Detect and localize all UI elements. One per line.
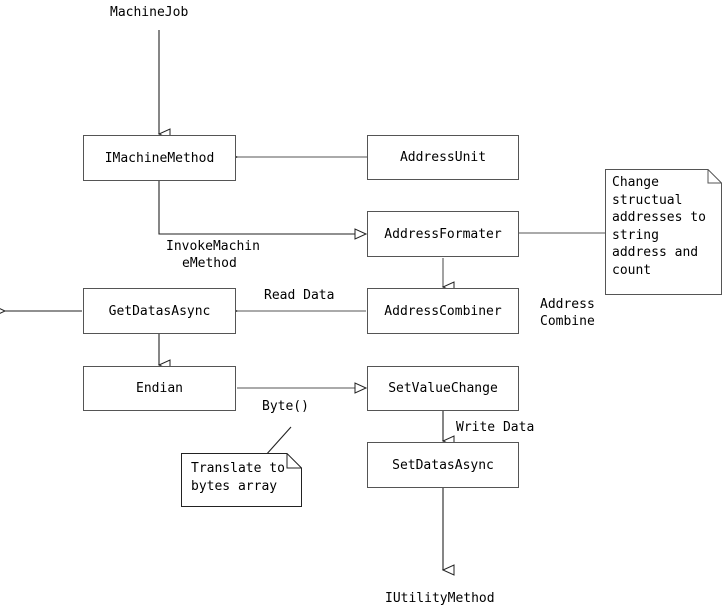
label-write-data: Write Data	[456, 420, 535, 435]
label-invokemachinemethod-line1: InvokeMachin	[166, 239, 260, 254]
node-setdatasasync[interactable]: SetDatasAsync	[367, 442, 519, 488]
edge-imachinemethod-to-addressformater	[158, 181, 368, 240]
node-endian[interactable]: Endian	[83, 366, 236, 411]
node-addressformater[interactable]: AddressFormater	[367, 211, 519, 257]
node-getdatasasync[interactable]: GetDatasAsync	[83, 288, 236, 334]
label-address-combine-line2: Combine	[540, 314, 595, 329]
label-read-data: Read Data	[264, 288, 335, 303]
label-machinejob: MachineJob	[110, 5, 189, 20]
label-iutilitymethod: IUtilityMethod	[385, 591, 495, 606]
edge-bytes-note-connector	[264, 426, 292, 457]
node-addressunit[interactable]: AddressUnit	[367, 135, 519, 180]
note-shape-address	[605, 169, 722, 295]
label-invokemachinemethod-line2: eMethod	[182, 256, 237, 271]
note-address-text: Change structual addresses to string add…	[612, 175, 706, 278]
note-shape-bytes	[181, 453, 302, 507]
note-bytes-text: Translate to bytes array	[191, 461, 285, 494]
label-address-combine-line1: Address	[540, 297, 595, 312]
label-byte-call: Byte()	[262, 399, 309, 414]
note-translate-bytes[interactable]: Translate to bytes array	[181, 453, 302, 507]
note-address-change[interactable]: Change structual addresses to string add…	[605, 169, 722, 295]
node-addresscombiner[interactable]: AddressCombiner	[367, 288, 519, 334]
node-setvaluechange[interactable]: SetValueChange	[367, 366, 519, 411]
node-imachinemethod[interactable]: IMachineMethod	[83, 135, 236, 181]
